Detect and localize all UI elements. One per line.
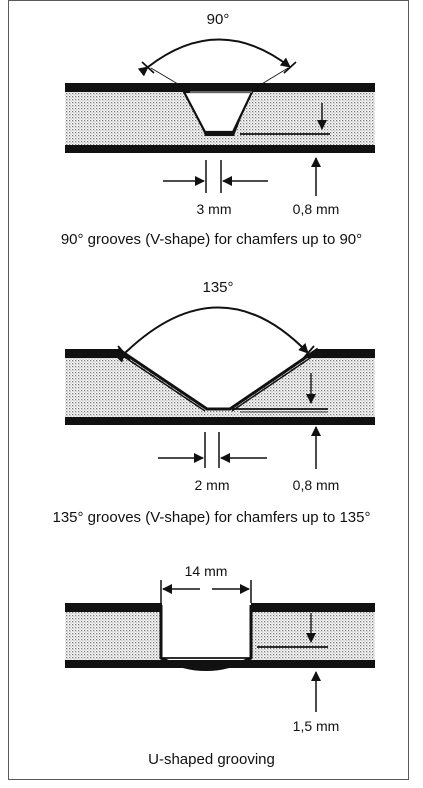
u-groove	[159, 605, 253, 671]
caption-135: 135° grooves (V-shape) for chamfers up t…	[52, 509, 371, 526]
angle-label-90: 90°	[206, 11, 230, 28]
caption-u-groove: U-shaped grooving	[148, 751, 275, 768]
bottom-skin	[65, 660, 375, 668]
angle-label-135: 135°	[202, 279, 234, 296]
bottom-skin	[65, 417, 375, 425]
residual-thickness-label: 0,8 mm	[292, 477, 340, 493]
u-groove-width-label: 14 mm	[184, 563, 228, 579]
groove-width-label: 3 mm	[196, 201, 232, 217]
top-skin-right	[251, 603, 375, 612]
groove-width-label: 2 mm	[194, 477, 230, 493]
u-groove-diagram	[65, 580, 375, 712]
caption-90: 90° grooves (V-shape) for chamfers up to…	[60, 231, 363, 248]
panel-core	[65, 356, 375, 420]
top-skin-right	[305, 349, 375, 358]
top-skin-left	[65, 349, 131, 358]
v-groove-90-diagram	[65, 38, 375, 196]
v-groove-135-diagram	[65, 306, 375, 469]
angle-arc	[115, 306, 309, 363]
top-skin-left	[65, 603, 162, 612]
bottom-skin	[65, 145, 375, 153]
panel-core	[65, 612, 375, 669]
panel-core	[65, 88, 375, 147]
v-groove	[117, 347, 319, 411]
residual-thickness-label: 0,8 mm	[292, 201, 340, 217]
residual-thickness-label: 1,5 mm	[292, 718, 340, 734]
angle-arc	[137, 38, 291, 77]
